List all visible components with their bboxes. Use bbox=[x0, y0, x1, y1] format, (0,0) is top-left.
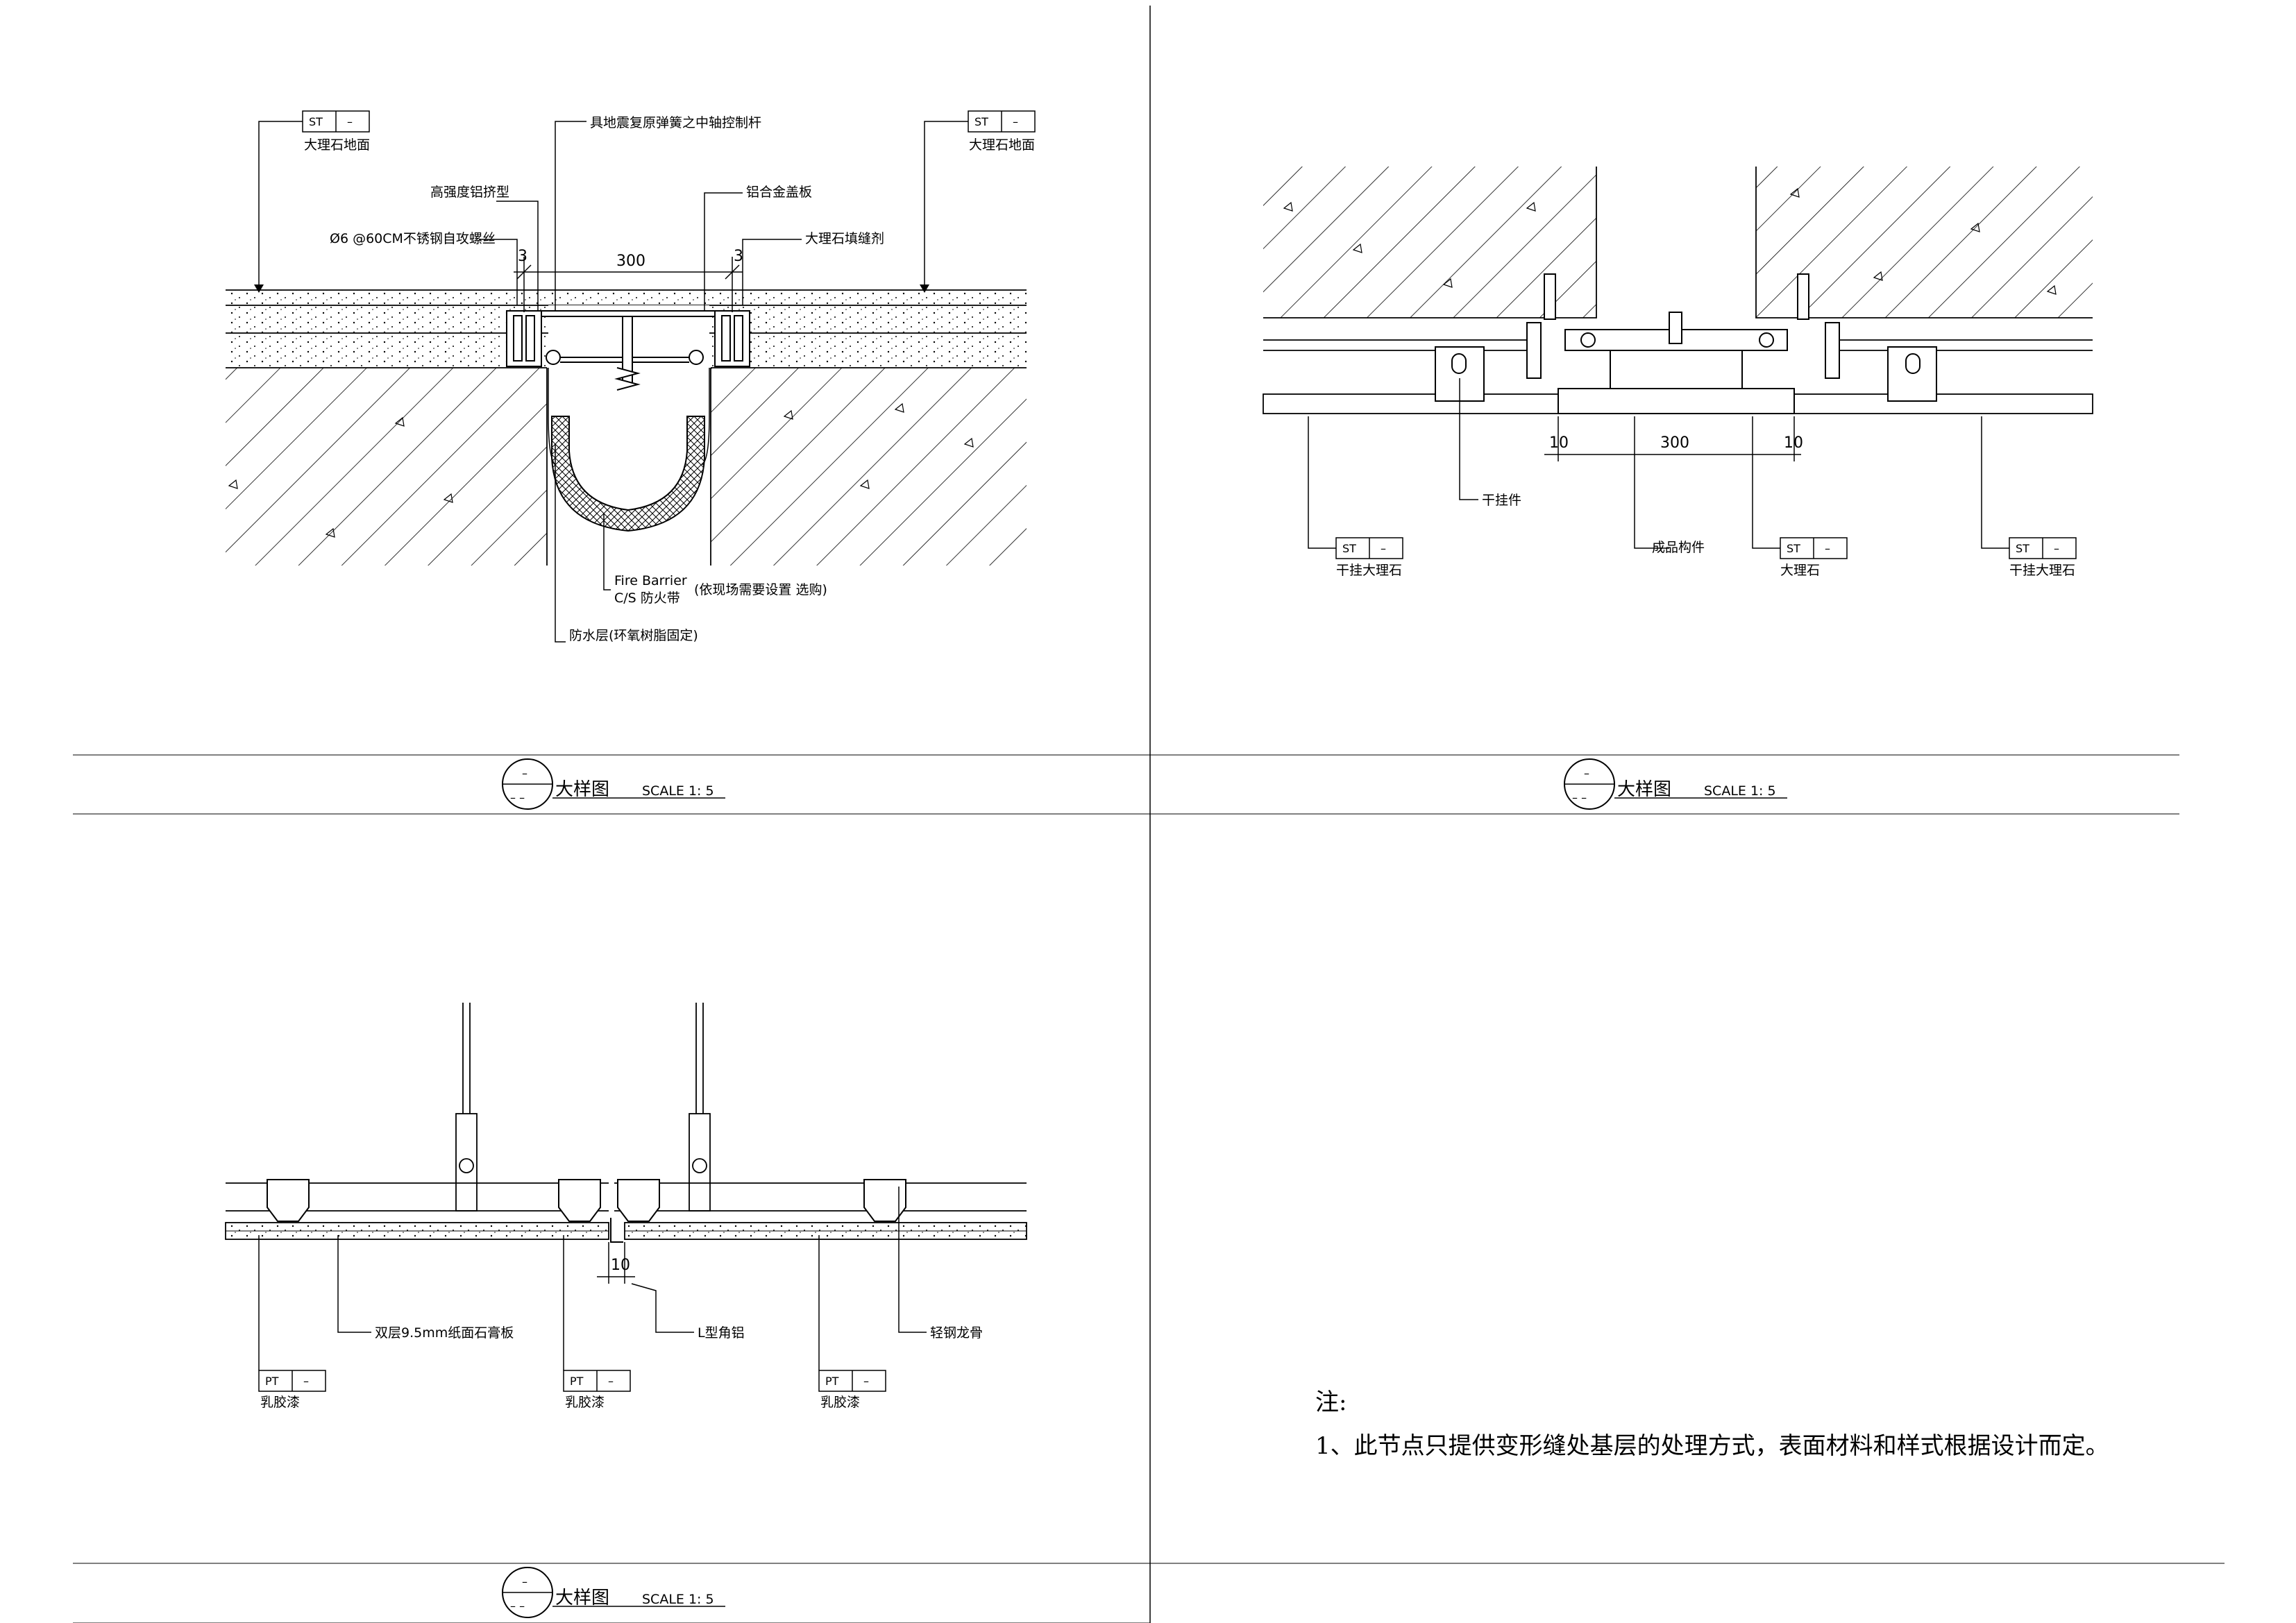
d1-title: 大样图 bbox=[555, 779, 609, 800]
d3-scale: SCALE 1: 5 bbox=[642, 1592, 714, 1607]
d2-title: 大样图 bbox=[1617, 779, 1671, 800]
d2-tag-num-2: – bbox=[1825, 542, 1830, 555]
notes-title: 注: bbox=[1315, 1388, 1347, 1416]
detail-1-title-block: – – – 大样图 SCALE 1: 5 bbox=[502, 758, 725, 810]
d1-label-aluminum-cover: 铝合金盖板 bbox=[746, 185, 812, 200]
d2-tag-code-1: ST bbox=[1342, 542, 1356, 555]
d2-tag-num-3: – bbox=[2054, 542, 2059, 555]
d3-tag-code-2: PT bbox=[570, 1375, 584, 1388]
d2-symbol-bottom: – – bbox=[1572, 791, 1587, 804]
d1-tag-code-right: ST bbox=[974, 115, 988, 128]
d1-tag-num-left: – bbox=[347, 115, 353, 128]
d3-dim-gap: 10 bbox=[611, 1257, 630, 1274]
d1-tag-code-left: ST bbox=[309, 115, 323, 128]
d3-tag-num-1: – bbox=[303, 1375, 309, 1388]
d1-label-fire-barrier-cs: C/S 防火带 bbox=[614, 590, 680, 606]
d1-scale: SCALE 1: 5 bbox=[642, 783, 714, 799]
d1-label-spring-rod: 具地震复原弹簧之中轴控制杆 bbox=[590, 115, 761, 130]
d3-tag-code-1: PT bbox=[265, 1375, 279, 1388]
d3-title: 大样图 bbox=[555, 1588, 609, 1608]
notes-block: 注: 1、此节点只提供变形缝处基层的处理方式，表面材料和样式根据设计而定。 bbox=[1315, 1388, 2109, 1460]
d1-label-waterproof: 防水层(环氧树脂固定) bbox=[569, 628, 698, 643]
d1-dim-gap-left: 3 bbox=[518, 248, 527, 265]
d3-label-l-aluminum: L型角铝 bbox=[698, 1325, 745, 1341]
notes-item-1: 1、此节点只提供变形缝处基层的处理方式，表面材料和样式根据设计而定。 bbox=[1315, 1432, 2109, 1460]
detail-2-wall-joint: 300 10 10 ST – ST – ST – 干挂件 成品构件 干挂大理石 … bbox=[1263, 167, 2093, 578]
d2-tag-code-2: ST bbox=[1787, 542, 1800, 555]
d1-label-aluminum-extrusion: 高强度铝挤型 bbox=[430, 185, 509, 200]
d2-tag-num-1: – bbox=[1381, 542, 1386, 555]
d1-label-stone-sealant: 大理石填缝剂 bbox=[805, 231, 884, 246]
d2-scale: SCALE 1: 5 bbox=[1704, 783, 1776, 799]
d1-label-stone-floor-right: 大理石地面 bbox=[969, 137, 1035, 153]
d2-label-dry-hang-marble-left: 干挂大理石 bbox=[1336, 563, 1402, 578]
d1-label-screw: Ø6 @60CM不锈钢自攻螺丝 bbox=[330, 231, 496, 246]
sheet-frame bbox=[73, 6, 2225, 1623]
detail-2-title-block: – – – 大样图 SCALE 1: 5 bbox=[1564, 758, 1787, 810]
d3-label-latex-paint-2: 乳胶漆 bbox=[565, 1395, 605, 1410]
d2-label-dry-hang-piece: 干挂件 bbox=[1482, 493, 1521, 508]
detail-3-ceiling-joint: 10 PT – PT – PT – 双层9.5mm纸面石膏板 L型角铝 轻钢龙骨… bbox=[225, 1003, 1027, 1410]
d2-label-marble: 大理石 bbox=[1780, 563, 1820, 578]
d1-label-stone-floor-left: 大理石地面 bbox=[304, 137, 370, 153]
d2-dim-gap-right: 10 bbox=[1784, 434, 1803, 452]
d2-dim-gap-left: 10 bbox=[1549, 434, 1569, 452]
d3-label-latex-paint-1: 乳胶漆 bbox=[260, 1395, 300, 1410]
d3-label-latex-paint-3: 乳胶漆 bbox=[820, 1395, 860, 1410]
d1-dim-width: 300 bbox=[616, 253, 645, 270]
d3-label-light-steel-keel: 轻钢龙骨 bbox=[930, 1325, 983, 1341]
d1-label-fire-barrier-note: (依现场需要设置 选购) bbox=[694, 582, 827, 597]
detail-1-floor-joint: 300 3 3 ST – ST – 大理石地面 大理石地面 具地震复原弹簧 bbox=[226, 110, 1036, 643]
d1-dim-gap-right: 3 bbox=[734, 248, 743, 265]
detail-3-title-block: – – – 大样图 SCALE 1: 5 bbox=[502, 1567, 725, 1618]
d3-tag-num-2: – bbox=[608, 1375, 614, 1388]
d2-symbol-top: – bbox=[1584, 767, 1589, 780]
d1-label-fire-barrier: Fire Barrier bbox=[614, 573, 687, 588]
d3-symbol-bottom: – – bbox=[510, 1599, 525, 1613]
d1-tag-num-right: – bbox=[1013, 115, 1018, 128]
d2-dim-width: 300 bbox=[1660, 434, 1689, 452]
d1-symbol-top: – bbox=[522, 767, 527, 780]
d1-symbol-bottom: – – bbox=[510, 791, 525, 804]
d2-label-product-component: 成品构件 bbox=[1652, 540, 1705, 555]
d3-label-gypsum-board: 双层9.5mm纸面石膏板 bbox=[375, 1325, 514, 1341]
d3-tag-num-3: – bbox=[863, 1375, 869, 1388]
d3-tag-code-3: PT bbox=[825, 1375, 839, 1388]
d3-symbol-top: – bbox=[522, 1575, 527, 1588]
d2-tag-code-3: ST bbox=[2016, 542, 2029, 555]
d2-label-dry-hang-marble-right: 干挂大理石 bbox=[2009, 563, 2075, 578]
